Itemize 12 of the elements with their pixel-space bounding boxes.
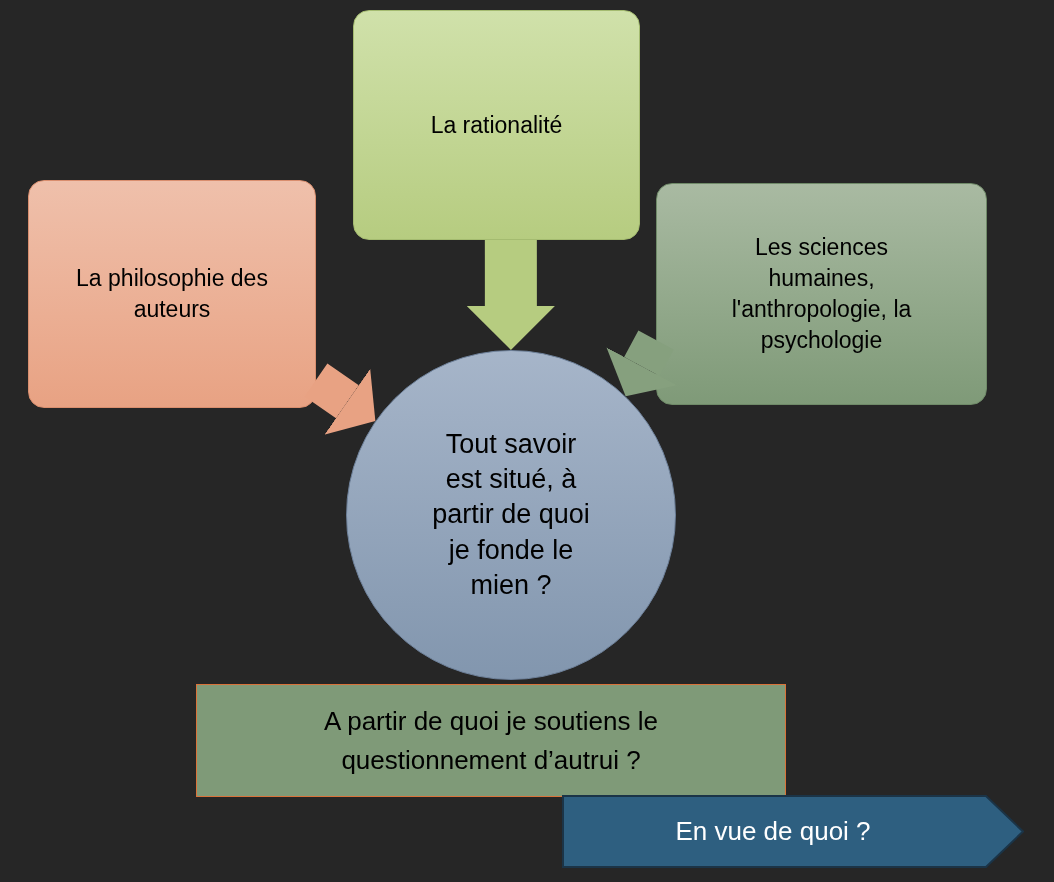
chevron-arrow-box (562, 795, 1024, 868)
node-text: La rationalité (430, 110, 563, 140)
node-text: En vue de quoi ? (675, 815, 871, 848)
topic-box (656, 183, 987, 405)
node-text: Tout savoir est situé, à partir de quoi je fonde le mien ? (431, 428, 591, 602)
topic-box (353, 10, 640, 240)
node-text: La philosophie des auteurs (75, 263, 269, 324)
topic-box (28, 180, 316, 408)
node-text: Les sciences humaines, l'anthropologie, la psychologie (730, 232, 913, 356)
question-box (196, 684, 786, 797)
block-arrow (466, 240, 555, 350)
node-text: A partir de quoi je soutiens le questionnement d’autrui ? (323, 704, 659, 777)
